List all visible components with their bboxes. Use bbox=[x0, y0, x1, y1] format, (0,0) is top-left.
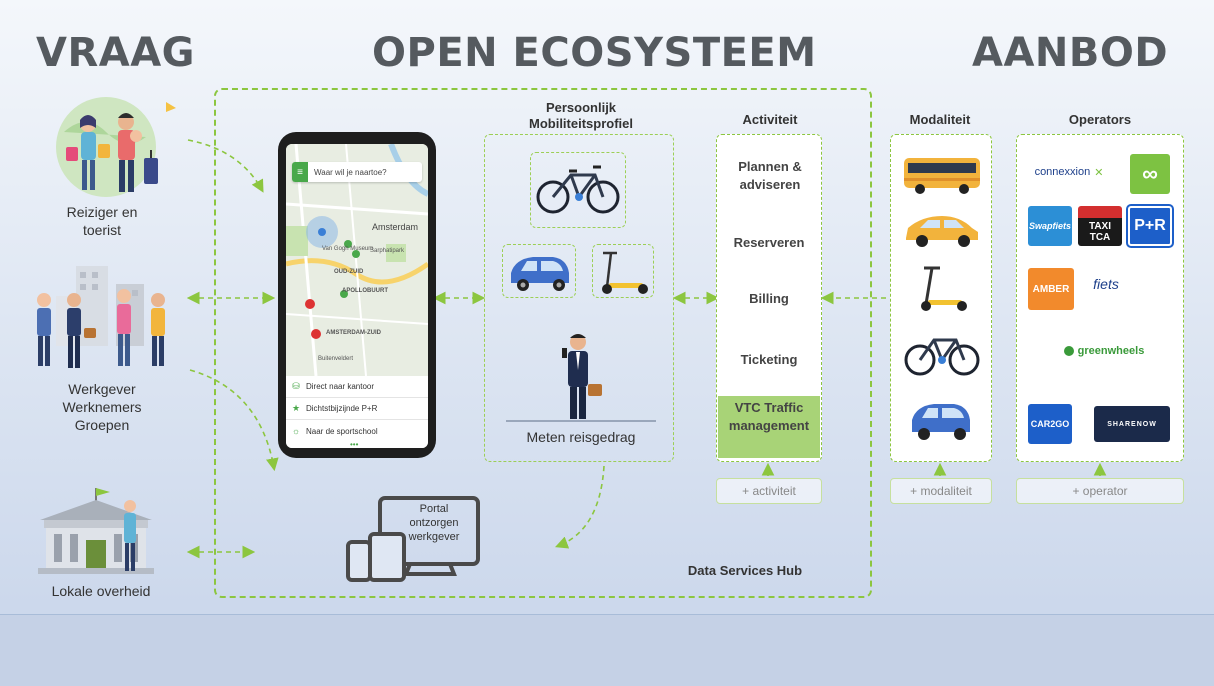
add-activity-button[interactable]: + activiteit bbox=[716, 478, 822, 504]
more-dots-icon[interactable]: ••• bbox=[350, 440, 359, 449]
data-services-hub-label: Data Services Hub bbox=[687, 563, 803, 578]
greenwheels-dot-icon bbox=[1063, 346, 1074, 356]
footer-strip bbox=[0, 614, 1214, 686]
title-vraag: VRAAG bbox=[36, 30, 196, 76]
employer-label-1: Werkgever bbox=[68, 381, 136, 397]
amber-logo: AMBER bbox=[1028, 268, 1074, 310]
ground-line bbox=[506, 420, 656, 422]
menu-icon[interactable]: ≡ bbox=[292, 162, 308, 182]
fiets-logo: fiets bbox=[1084, 268, 1128, 300]
bicycle-icon bbox=[536, 165, 620, 214]
profile-header: Persoonlijk Mobiliteitsprofiel bbox=[529, 100, 633, 131]
sharenow-logo: SHARENOW bbox=[1094, 406, 1170, 442]
option-dichtstbijzijnde[interactable]: ★ Dichtstbijzijnde P+R bbox=[286, 398, 428, 420]
option-sportschool[interactable]: ☼ Naar de sportschool bbox=[286, 420, 428, 442]
employer-label-3: Groepen bbox=[74, 417, 130, 433]
activity-item-reserveren: Reserveren bbox=[733, 235, 805, 250]
connexxion-logo-text: connexxion bbox=[1034, 166, 1091, 178]
modality-header: Modaliteit bbox=[909, 112, 971, 127]
search-bar[interactable]: ≡ Waar wil je naartoe? bbox=[292, 162, 422, 182]
map-view[interactable]: Amsterdam OUD-ZUID APOLLOBUURT AMSTERDAM… bbox=[286, 144, 428, 377]
fiets-logo-text: fiets bbox=[1093, 276, 1119, 292]
route-options: ⛁ Direct naar kantoor ★ Dichtstbijzijnde… bbox=[286, 376, 428, 448]
businessman-illustration bbox=[556, 330, 606, 422]
activity-item-billing: Billing bbox=[749, 291, 789, 306]
portal-line-2: ontzorgen bbox=[409, 517, 459, 529]
map-label-6: Sarphatipark bbox=[370, 248, 405, 254]
smartphone: Amsterdam OUD-ZUID APOLLOBUURT AMSTERDAM… bbox=[278, 132, 436, 458]
swapfiets-logo: Swapfiets bbox=[1028, 206, 1072, 246]
add-modality-button[interactable]: + modaliteit bbox=[890, 478, 992, 504]
profile-box bbox=[484, 134, 674, 462]
taxi-icon bbox=[902, 210, 982, 250]
map-city-label: Amsterdam bbox=[372, 222, 419, 232]
map-label-4: Buitenveldert bbox=[318, 356, 354, 362]
activity-header: Activiteit bbox=[742, 112, 798, 127]
search-input[interactable]: Waar wil je naartoe? bbox=[314, 167, 387, 177]
scooter-icon bbox=[602, 251, 648, 294]
operators-header: Operators bbox=[1068, 112, 1132, 127]
title-open-ecosysteem: OPEN ECOSYSTEEM bbox=[372, 30, 817, 76]
employer-label-2: Werknemers bbox=[62, 399, 142, 415]
activity-item-ticketing: Ticketing bbox=[740, 352, 798, 367]
greenwheels-logo: greenwheels bbox=[1044, 342, 1164, 360]
ebike-icon bbox=[902, 328, 982, 378]
portal-devices-icon bbox=[344, 496, 484, 584]
taxi-tca-logo: TAXI TCA bbox=[1078, 206, 1122, 246]
add-operator-button[interactable]: + operator bbox=[1016, 478, 1184, 504]
map-label-5: Van Gogh Museum bbox=[322, 246, 374, 252]
profile-caption: Meten reisgedrag bbox=[526, 429, 636, 445]
travelers-label: Reiziger en toerist bbox=[66, 204, 138, 238]
car-icon bbox=[511, 257, 569, 291]
bicycle-tile bbox=[530, 152, 626, 228]
p-and-r-logo: P+R bbox=[1126, 204, 1174, 248]
title-aanbod: AANBOD bbox=[972, 30, 1169, 76]
option-direct-kantoor[interactable]: ⛁ Direct naar kantoor bbox=[286, 376, 428, 398]
employer-illustration bbox=[16, 266, 188, 376]
government-illustration bbox=[34, 486, 166, 578]
travelers-illustration bbox=[36, 92, 186, 200]
scooter-tile bbox=[592, 244, 654, 298]
map-label-2: APOLLOBUURT bbox=[342, 288, 388, 294]
portal-line-1: Portal bbox=[419, 503, 449, 515]
activity-item-vtc: VTC Traffic management bbox=[718, 396, 820, 458]
map-label-1: OUD-ZUID bbox=[334, 269, 364, 275]
connexxion-logo: connexxion✕ bbox=[1034, 166, 1104, 179]
sun-icon: ☼ bbox=[291, 426, 301, 436]
greenwheels-logo-text: greenwheels bbox=[1077, 345, 1145, 357]
car2go-logo: CAR2GO bbox=[1028, 404, 1072, 444]
portal-line-3: werkgever bbox=[408, 531, 460, 543]
activity-item-plannen: Plannen & adviseren bbox=[738, 159, 802, 192]
phone-notch bbox=[342, 132, 372, 142]
ov-fiets-logo: ∞ bbox=[1130, 154, 1170, 194]
phone-screen: Amsterdam OUD-ZUID APOLLOBUURT AMSTERDAM… bbox=[286, 144, 428, 448]
option-label: Naar de sportschool bbox=[306, 426, 378, 436]
ecosystem-container bbox=[214, 88, 872, 598]
government-label: Lokale overheid bbox=[51, 583, 151, 599]
option-label: Direct naar kantoor bbox=[306, 382, 375, 391]
portal-text: Portal ontzorgen werkgever bbox=[398, 502, 470, 544]
map-label-3: AMSTERDAM-ZUID bbox=[326, 330, 381, 336]
bus-icon bbox=[902, 154, 982, 196]
smart-car-icon bbox=[906, 396, 978, 444]
star-icon: ★ bbox=[291, 403, 301, 413]
car-tile bbox=[502, 244, 576, 298]
building-icon: ⛁ bbox=[292, 381, 300, 391]
option-label: Dichtstbijzijnde P+R bbox=[306, 404, 378, 413]
e-scooter-icon bbox=[912, 264, 972, 314]
